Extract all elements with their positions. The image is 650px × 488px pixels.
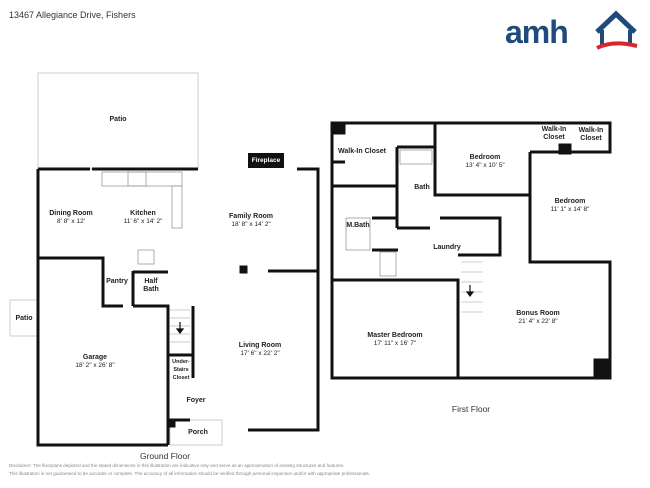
room-half-bath: Half Bath bbox=[143, 278, 159, 293]
room-walkin-3: Walk-In Closet bbox=[578, 127, 604, 142]
ground-floor-title: Ground Floor bbox=[139, 451, 191, 461]
disclaimer: Disclaimer: The floorplans depicted and … bbox=[9, 462, 609, 478]
room-patio-side: Patio bbox=[15, 315, 33, 322]
disclaimer-line-2: This illustration is not guaranteed to b… bbox=[9, 471, 370, 476]
property-address: 13467 Allegiance Drive, Fishers bbox=[9, 10, 136, 20]
room-walkin-master: Walk-In Closet bbox=[338, 148, 386, 155]
room-bath: Bath bbox=[414, 184, 430, 191]
room-pantry: Pantry bbox=[106, 278, 128, 285]
room-laundry: Laundry bbox=[433, 244, 461, 251]
room-under-stairs: Under-Stairs Closet bbox=[172, 359, 190, 381]
room-porch: Porch bbox=[188, 429, 208, 436]
first-floor-title: First Floor bbox=[451, 404, 491, 414]
house-roof-icon bbox=[595, 10, 638, 50]
room-foyer: Foyer bbox=[186, 397, 206, 404]
disclaimer-line-1: Disclaimer: The floorplans depicted and … bbox=[9, 463, 345, 468]
room-master-bath: M.Bath bbox=[346, 222, 370, 229]
amh-logo: amh bbox=[505, 8, 640, 56]
room-patio-top: Patio bbox=[109, 116, 127, 123]
logo-text: amh bbox=[505, 14, 569, 50]
room-fireplace: Fireplace bbox=[248, 153, 284, 168]
room-walkin-2: Walk-In Closet bbox=[541, 126, 567, 141]
